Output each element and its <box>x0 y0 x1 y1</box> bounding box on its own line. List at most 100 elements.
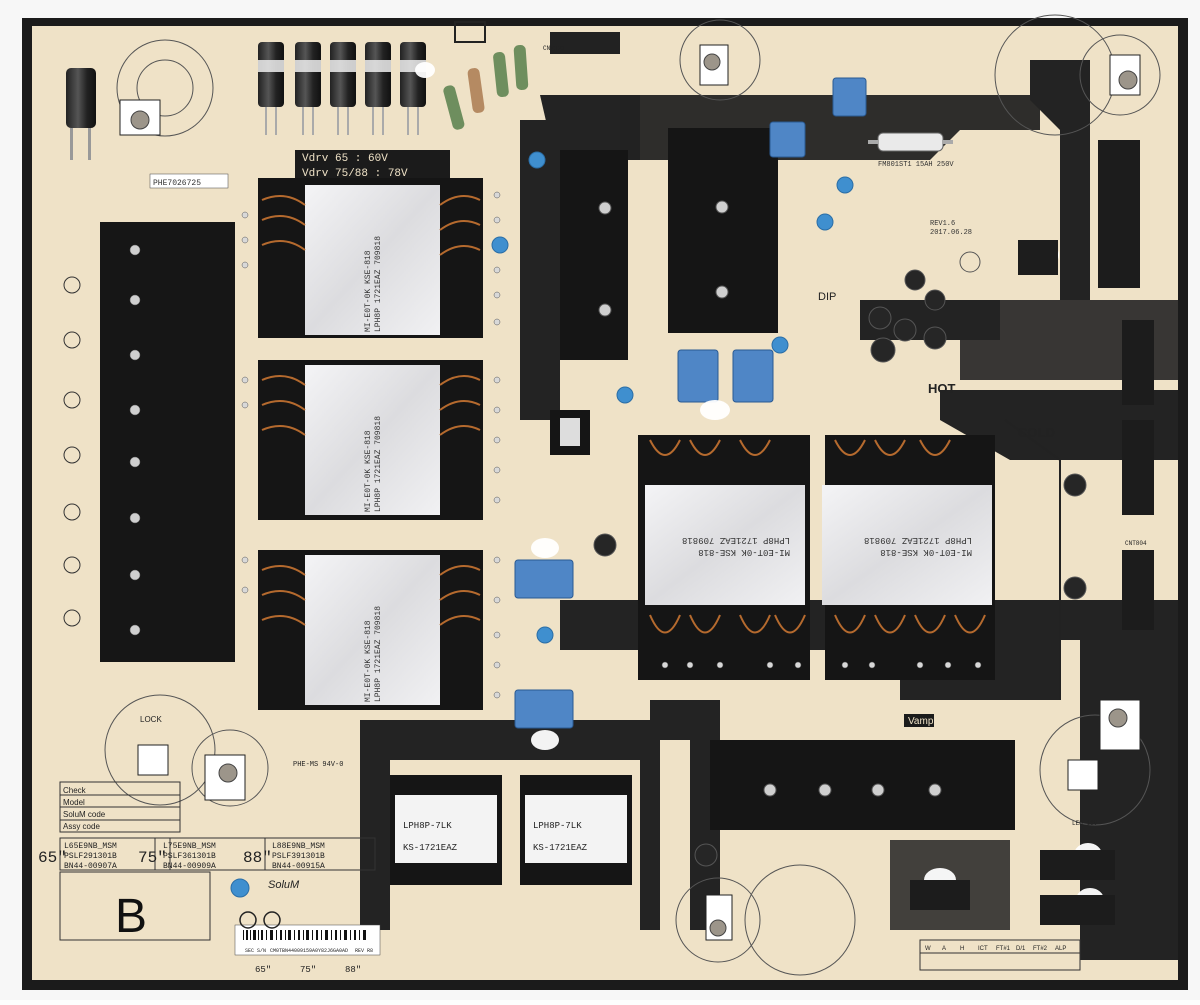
ul-flammability-mark: PHE-MS 94V-0 <box>293 761 343 769</box>
vamp-label-bg <box>904 714 934 727</box>
connector-cnt804-label: CNT804 <box>1125 540 1147 547</box>
isolation-line <box>1004 419 1061 700</box>
diode-silkscreen-left <box>63 276 81 627</box>
inductor-2-label-2: KS-1721EAZ <box>533 843 588 853</box>
vdrv-75-88-label: Vdrv 75/88 : 78V <box>302 168 408 180</box>
electrolytic-capacitor-large <box>66 68 96 160</box>
cold-zone-label: COLD <box>1018 425 1055 440</box>
solum-code-row: SoluM code <box>63 810 106 819</box>
model-75-pslf: PSLF361301B <box>163 852 216 861</box>
revision-line1: REV1.6 <box>930 220 955 228</box>
ul-mark <box>263 911 281 929</box>
ic-table-h: H <box>960 946 964 952</box>
ic-table-ft1: FT#1 <box>996 946 1011 952</box>
vamp-label-text: Vamp <box>908 716 934 727</box>
transformer-3 <box>258 550 483 710</box>
inductor-2-label-1: LPH8P-7LK <box>533 821 582 831</box>
voltage-label-box <box>295 150 450 180</box>
mounting-lugs <box>104 14 1161 976</box>
model-size-65: 65" <box>38 849 67 867</box>
center-heatsink-left <box>560 150 628 360</box>
check-row: Check <box>63 786 87 795</box>
top-connector <box>550 32 620 54</box>
model-size-88: 88" <box>243 849 272 867</box>
transformer-2-tape-1: MI-E0T-0K KSE-818 <box>364 430 373 512</box>
resistors <box>443 44 529 130</box>
small-transformer-core <box>560 418 580 446</box>
sticker-code: CM0TBN44009159A0Y82J6GA0AD <box>270 948 348 954</box>
hot-zone-label: HOT <box>928 381 956 396</box>
assy-code-row: Assy code <box>63 822 100 831</box>
bottom-right-mosfets <box>910 850 1115 925</box>
ic-table-alp: ALP <box>1055 946 1066 952</box>
transformer-2 <box>258 360 483 520</box>
ic-table-ict: ICT <box>978 946 988 952</box>
inductor-1 <box>390 775 502 885</box>
transformer-right-tape-2: LPH8P 1721EAZ 709818 <box>864 535 972 545</box>
ic-table-d1: D/1 <box>1016 946 1026 952</box>
left-heatsink <box>100 222 235 662</box>
ic-table-a: A <box>942 946 946 952</box>
connector-cn803-label: CNV803 <box>543 45 565 52</box>
model-75-name: L75E9NB_MSM <box>163 842 216 851</box>
transformer-3-tape-2: LPH8P 1721EAZ 709818 <box>374 606 383 702</box>
left-barcode-sticker <box>149 173 229 189</box>
bottom-sticker <box>234 924 381 956</box>
small-capacitor-cluster <box>593 251 1087 867</box>
left-sticker-text: PHE7026725 <box>153 179 201 188</box>
model-88-bn: BN44-00915A <box>272 862 325 871</box>
main-transformer-pins <box>661 661 982 669</box>
main-transformer-left <box>638 435 810 680</box>
dip-label: DIP <box>818 291 836 303</box>
sticker-size-65: 65" <box>255 965 271 975</box>
fuse-label: FM801ST1 15AH 250V <box>878 161 954 169</box>
transformer-3-tape-1: MI-E0T-0K KSE-818 <box>364 620 373 702</box>
ic-table-ft2: FT#2 <box>1033 946 1048 952</box>
inductor-1-label-1: LPH8P-7LK <box>403 821 452 831</box>
film-capacitors <box>514 77 867 729</box>
model-65-pslf: PSLF291301B <box>64 852 117 861</box>
lug-terminals <box>119 44 1141 941</box>
model-88-name: L88E9NB_MSM <box>272 842 325 851</box>
model-75-bn: BN44-00909A <box>163 862 216 871</box>
model-65-bn: BN44-00907A <box>64 862 117 871</box>
model-row: Model <box>63 798 85 807</box>
transformer-2-tape-2: LPH8P 1721EAZ 709818 <box>374 416 383 512</box>
transformer-1-tape-2: LPH8P 1721EAZ 709818 <box>374 236 383 332</box>
sticker-size-75: 75" <box>300 965 316 975</box>
samsung-logo <box>239 911 257 929</box>
top-capacitor-row <box>258 42 529 135</box>
transformer-left-tape-1: MI-E0T-0K KSE-818 <box>698 547 790 557</box>
model-88-pslf: PSLF391301B <box>272 852 325 861</box>
regulator-ic <box>1018 240 1058 275</box>
transformer-1 <box>258 178 483 338</box>
vdrv-65-label: Vdrv 65 : 60V <box>302 153 388 165</box>
bottom-heatsink <box>710 740 1015 830</box>
model-65-name: L65E9NB_MSM <box>64 842 117 851</box>
model-size-75: 75" <box>138 849 167 867</box>
transformer-left-tape-2: LPH8P 1721EAZ 709818 <box>682 535 790 545</box>
sticker-size-88: 88" <box>345 965 361 975</box>
brand-logo: SoluM <box>268 879 300 891</box>
sticker-rev: REV R8 <box>355 948 373 954</box>
transformer-1-tape-1: MI-E0T-0K KSE-818 <box>364 250 373 332</box>
led-13v-label: LED_13V <box>1072 820 1098 827</box>
right-connectors <box>1098 140 1154 630</box>
inductor-1-label-2: KS-1721EAZ <box>403 843 458 853</box>
board-letter: B <box>115 890 147 943</box>
center-heatsink-right <box>668 128 778 333</box>
main-transformer-right <box>822 435 995 680</box>
top-hole-marker <box>454 21 486 43</box>
ceramic-capacitors <box>230 151 854 898</box>
revision-line2: 2017.06.28 <box>930 229 972 237</box>
model-table-silkscreen <box>59 781 1081 971</box>
fuse <box>868 132 953 152</box>
transformer-right-tape-1: MI-E0T-0K KSE-818 <box>880 547 972 557</box>
ic-table-w: W <box>925 946 931 952</box>
lock-label: LOCK <box>140 715 162 724</box>
inductor-2 <box>520 775 632 885</box>
transformer-pins <box>241 191 501 699</box>
sticker-sn: SEC S/N <box>245 948 266 954</box>
